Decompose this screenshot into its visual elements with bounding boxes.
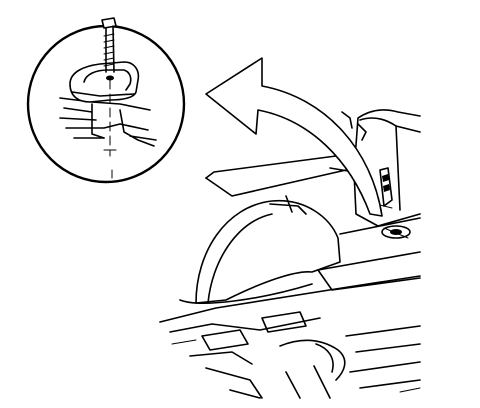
cargo-floor-view — [159, 109, 421, 399]
detail-bracket — [59, 61, 157, 147]
curved-direction-arrow — [205, 57, 383, 217]
cargo-floor-panel — [159, 213, 421, 399]
trim-retainer-clip — [375, 167, 393, 209]
bolt-icon — [101, 17, 117, 73]
wheel-well-housing — [179, 195, 341, 304]
floor-bolt-hole — [381, 225, 411, 239]
magnified-detail-callout — [26, 17, 186, 184]
quarter-trim-panel — [205, 109, 421, 227]
